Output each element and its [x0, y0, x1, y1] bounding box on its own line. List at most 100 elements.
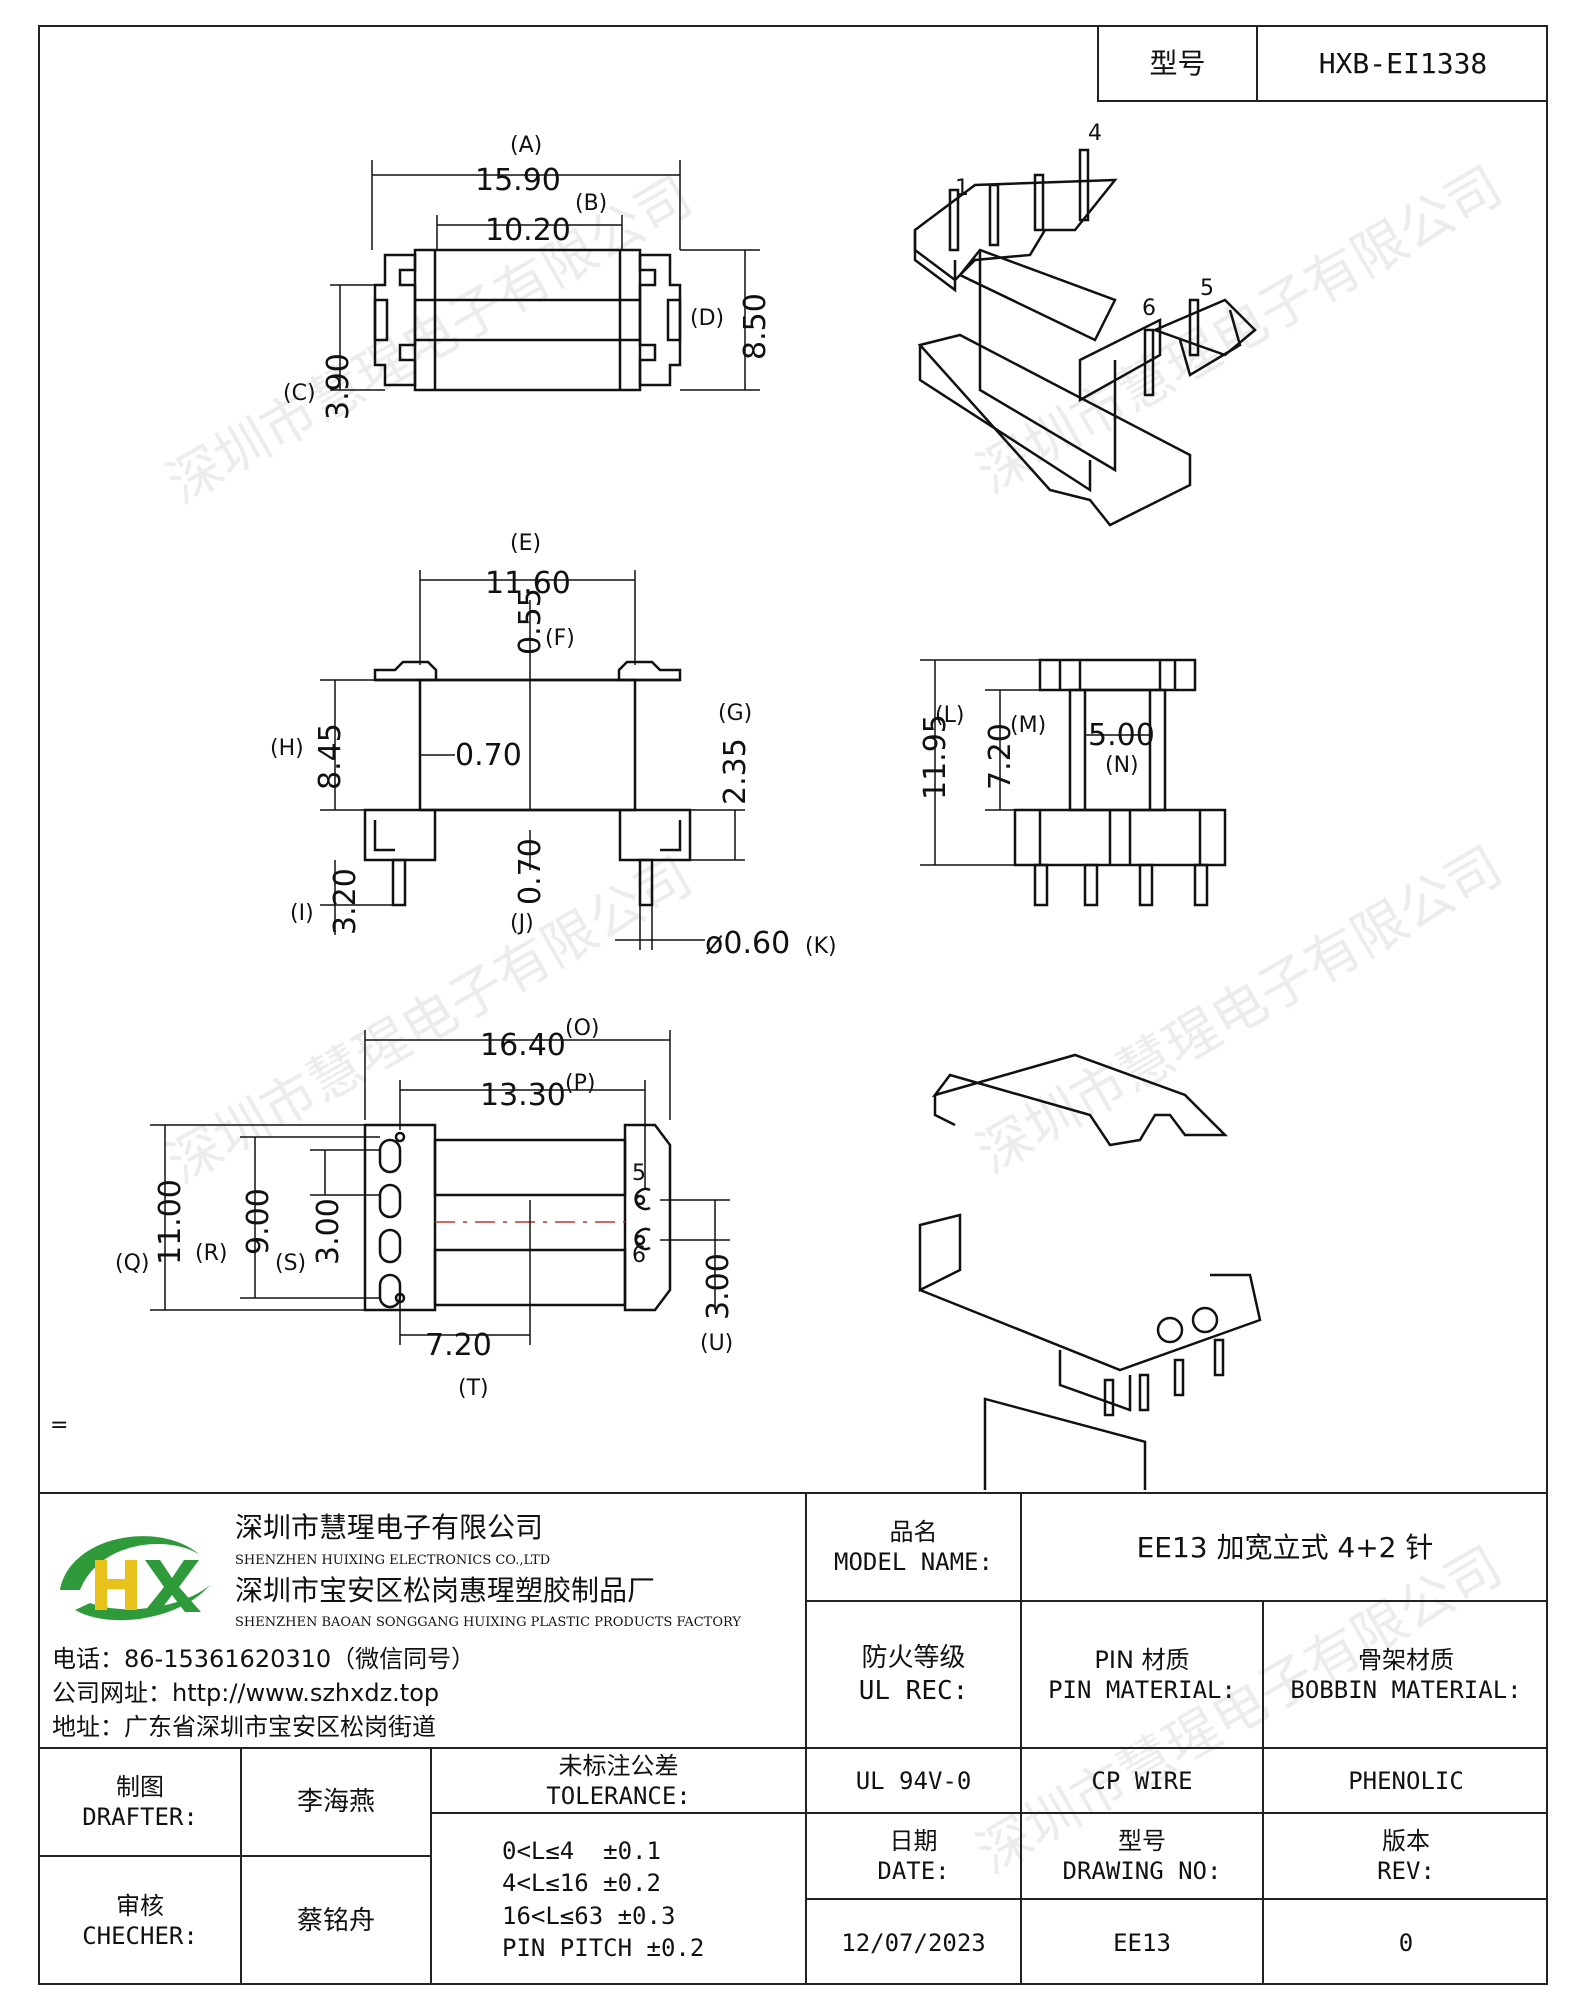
rev-cn: 版本	[1382, 1827, 1430, 1855]
dim-K-label: (K)	[805, 934, 837, 959]
tb-vline	[430, 1747, 432, 1985]
pin-label-4: 4	[1088, 121, 1102, 146]
ul-label: 防火等级 UL REC:	[807, 1602, 1020, 1747]
pin-label-5b: 5	[632, 1161, 646, 1186]
company-phone: 电话：86-15361620310（微信同号）	[52, 1645, 476, 1673]
tb-line	[38, 1855, 430, 1857]
header-split	[1256, 25, 1258, 102]
company-website[interactable]: 公司网址：http://www.szhxdz.top	[52, 1679, 440, 1707]
header-model-label: 型号	[1149, 47, 1206, 80]
dim-G-value: 2.35	[718, 738, 753, 805]
drawing-no-value: EE13	[1113, 1928, 1171, 1957]
pin-label-1: 1	[955, 176, 969, 201]
dim-J-label: (J)	[510, 911, 534, 936]
date-label: 日期 DATE:	[807, 1814, 1020, 1898]
drafter-en: DRAFTER:	[82, 1803, 198, 1831]
side-view	[920, 658, 1227, 907]
dim-H-value: 8.45	[313, 723, 348, 790]
pin-label-5: 5	[1200, 276, 1214, 301]
tb-line	[805, 1898, 1548, 1900]
checker-cn: 审核	[116, 1892, 164, 1920]
dim-G-label: (G)	[718, 701, 752, 726]
tb-line	[430, 1812, 1548, 1814]
bottom-view	[150, 1030, 730, 1345]
drawing-en: DRAWING NO:	[1062, 1857, 1222, 1885]
tolerance-en: TOLERANCE:	[546, 1781, 691, 1810]
dim-B-value: 10.20	[485, 213, 571, 248]
ul-value: UL 94V-0	[855, 1766, 972, 1795]
checker-label: 审核 CHECHER:	[40, 1857, 240, 1985]
dim-P-value: 13.30	[480, 1078, 566, 1113]
dim-Q-value: 11.00	[153, 1179, 188, 1265]
front-view	[320, 570, 745, 950]
company-name-en: SHENZHEN HUIXING ELECTRONICS CO.,LTD	[235, 1552, 551, 1568]
date-cn: 日期	[889, 1827, 938, 1855]
dim-O-label: (O)	[565, 1016, 599, 1041]
tb-vline	[240, 1747, 242, 1985]
dim-Q-label: (Q)	[115, 1251, 149, 1276]
header-model-value: HXB-EI1338	[1318, 47, 1488, 80]
dim-A-value: 15.90	[475, 163, 561, 198]
dim-U-value: 3.00	[701, 1253, 736, 1320]
pin-label-6: 6	[1142, 296, 1156, 321]
model-name-en: MODEL NAME:	[834, 1548, 993, 1576]
header-bottom	[1097, 100, 1548, 102]
dim-M-label: (M)	[1010, 713, 1046, 738]
ul-en: UL REC:	[858, 1675, 969, 1706]
dim-N-value: 5.00	[1088, 718, 1155, 753]
rev-value: 0	[1398, 1928, 1414, 1957]
tolerance-line: 0<L≤4 ±0.1	[502, 1836, 661, 1865]
model-name-value: EE13 加宽立式 4+2 针	[1136, 1530, 1434, 1564]
dim-K-value: ø0.60	[705, 926, 790, 961]
technical-drawings: (A) 15.90 (B) 10.20 (D) 8.50 (C) 3.90 (E…	[50, 121, 1262, 1490]
tb-vline	[1262, 1600, 1264, 1985]
isometric-view-bottom	[918, 1053, 1262, 1490]
drawing-no-label: 型号 DRAWING NO:	[1022, 1814, 1262, 1898]
tb-vline	[1020, 1492, 1022, 1985]
drafter-cn: 制图	[116, 1773, 164, 1801]
dim-C-label: (C)	[283, 381, 316, 406]
tolerance-cn: 未标注公差	[558, 1751, 679, 1780]
tolerance-line: 16<L≤63 ±0.3	[502, 1901, 676, 1930]
pin-label-6b: 6	[632, 1243, 646, 1268]
dim-S-label: (S)	[275, 1251, 306, 1276]
dim-R-value: 9.00	[241, 1188, 276, 1255]
company-logo	[60, 1536, 210, 1621]
bobbin-value: PHENOLIC	[1348, 1766, 1464, 1795]
dim-T-value: 7.20	[425, 1328, 492, 1363]
dim-B-label: (B)	[575, 191, 607, 216]
dim-F-value: 0.55	[513, 588, 548, 655]
bobbin-en: BOBBIN MATERIAL:	[1290, 1675, 1522, 1704]
dim-N-label: (N)	[1105, 753, 1139, 778]
side-mark: =	[50, 1413, 68, 1438]
dim-U-label: (U)	[700, 1331, 733, 1356]
dim-M-value: 7.20	[983, 723, 1018, 790]
checker-name: 蔡铭舟	[296, 1905, 375, 1936]
dim-inner-value: 0.70	[455, 738, 522, 773]
dim-C-value: 3.90	[321, 353, 356, 420]
dim-A-label: (A)	[510, 133, 542, 158]
drafter-label: 制图 DRAFTER:	[40, 1749, 240, 1855]
company-name-cn: 深圳市慧瑆电子有限公司	[235, 1511, 544, 1544]
dim-I-label: (I)	[290, 901, 314, 926]
dim-L-value: 11.95	[918, 714, 953, 800]
drawing-cn: 型号	[1118, 1827, 1166, 1855]
dim-T-label: (T)	[458, 1376, 489, 1401]
drawing-frame	[38, 25, 1548, 1985]
dim-O-value: 16.40	[480, 1028, 566, 1063]
bobbin-cn: 骨架材质	[1358, 1645, 1454, 1674]
drafter-name: 李海燕	[296, 1786, 375, 1817]
factory-name-cn: 深圳市宝安区松岗惠瑆塑胶制品厂	[235, 1573, 656, 1607]
dim-F-label: (F)	[545, 626, 575, 651]
date-en: DATE:	[877, 1857, 950, 1885]
pin-cn: PIN 材质	[1094, 1645, 1190, 1674]
dim-L-label: (L)	[935, 703, 964, 728]
pin-value: CP WIRE	[1091, 1766, 1193, 1795]
tb-vline	[805, 1492, 807, 1985]
dim-H-label: (H)	[270, 736, 304, 761]
rev-en: REV:	[1377, 1857, 1435, 1885]
rev-label: 版本 REV:	[1264, 1814, 1548, 1898]
company-address: 地址：广东省深圳市宝安区松岗街道	[52, 1713, 436, 1741]
checker-en: CHECHER:	[82, 1922, 198, 1950]
top-view	[330, 160, 760, 392]
